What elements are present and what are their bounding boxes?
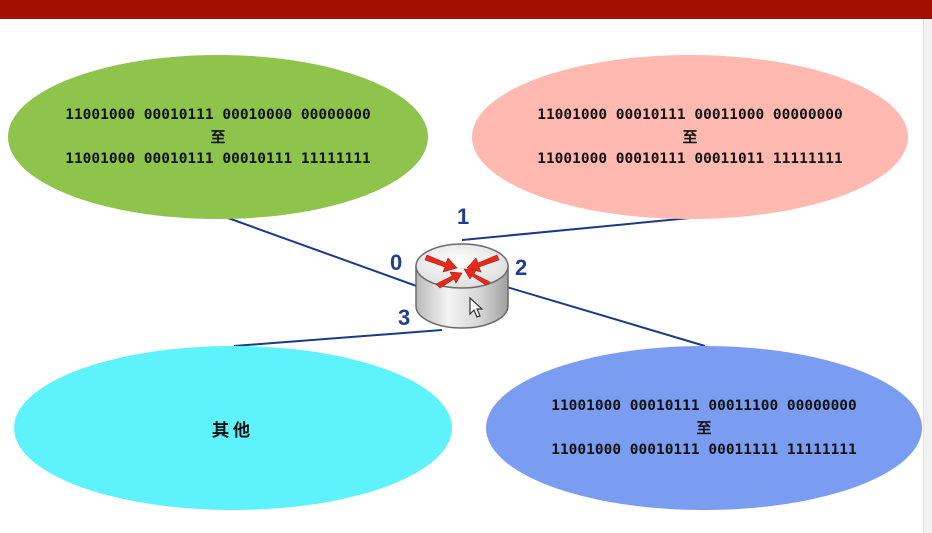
port-0-label: 0	[390, 250, 403, 275]
title-bar	[0, 0, 932, 19]
range-start: 11001000 00010111 00011000 00000000	[537, 107, 843, 123]
scrollbar[interactable]	[923, 19, 932, 533]
port-1-label: 1	[457, 204, 470, 229]
range-end: 11001000 00010111 00010111 11111111	[65, 151, 371, 167]
mouse-cursor-icon	[469, 296, 484, 318]
range-to-word: 至	[210, 128, 226, 146]
network-green: 11001000 00010111 00010000 00000000 至 11…	[8, 55, 428, 219]
link-port-2	[499, 284, 706, 347]
range-to-word: 至	[696, 419, 712, 437]
other-label: 其他	[212, 420, 254, 441]
link-port-0	[227, 217, 423, 289]
port-3-label: 3	[398, 305, 411, 330]
range-start: 11001000 00010111 00010000 00000000	[65, 107, 371, 123]
link-port-1	[461, 217, 691, 241]
range-start: 11001000 00010111 00011100 00000000	[551, 398, 857, 414]
link-port-3	[233, 329, 443, 347]
network-pink: 11001000 00010111 00011000 00000000 至 11…	[472, 55, 908, 219]
network-blue: 11001000 00010111 00011100 00000000 至 11…	[486, 346, 922, 510]
router-icon	[415, 243, 509, 329]
range-end: 11001000 00010111 00011011 11111111	[537, 151, 843, 167]
range-end: 11001000 00010111 00011111 11111111	[551, 442, 857, 458]
network-cyan: 其他	[14, 346, 452, 510]
port-2-label: 2	[515, 255, 528, 280]
range-to-word: 至	[682, 128, 698, 146]
